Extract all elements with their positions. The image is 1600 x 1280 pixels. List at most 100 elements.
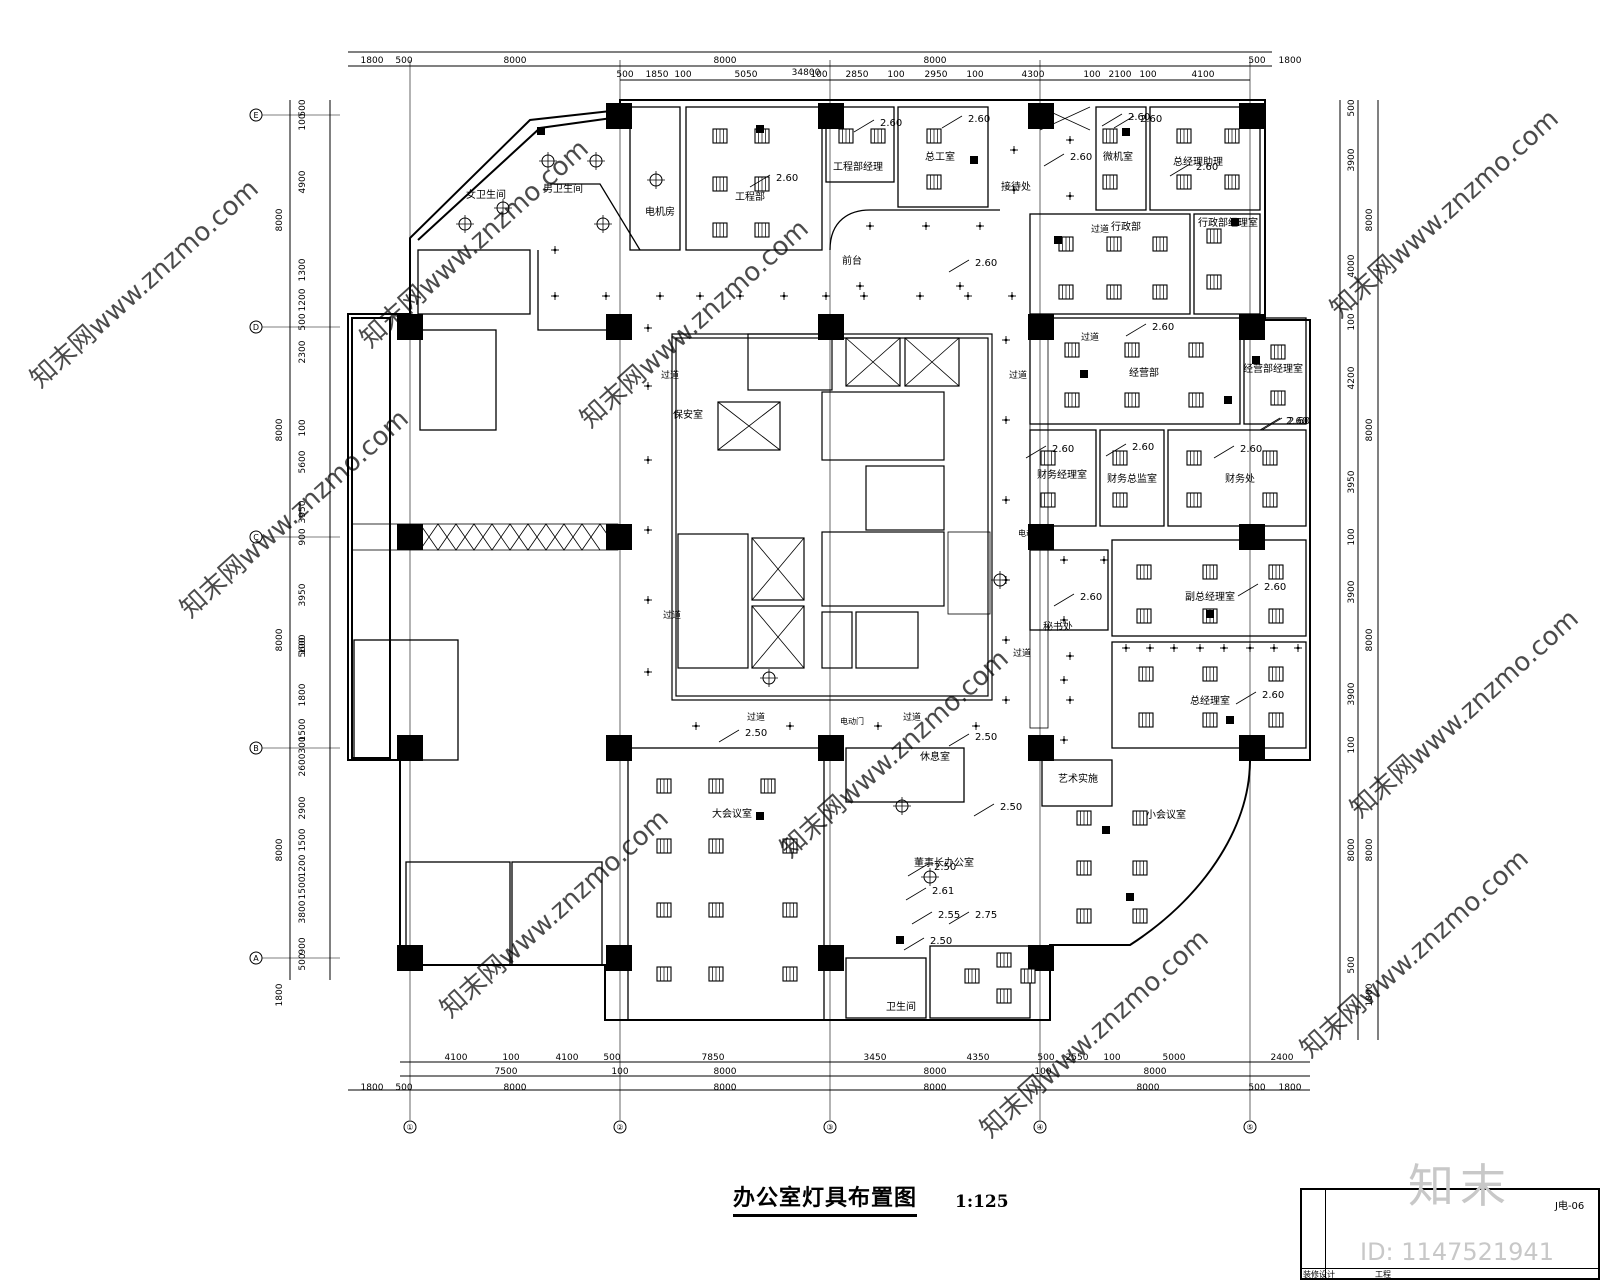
height-leader <box>718 729 740 743</box>
grille-light <box>1102 174 1118 190</box>
exhaust-vent <box>1231 218 1239 226</box>
axis-label-left: A <box>253 954 259 963</box>
dim-left-col: 100 <box>298 419 308 436</box>
height-leader <box>948 911 970 925</box>
grille-light <box>708 838 724 854</box>
downlight <box>1008 292 1016 300</box>
drawing-title: 办公室灯具布置图 <box>733 1180 918 1217</box>
dim-top-row2: 100 <box>966 70 983 80</box>
grille-light <box>1176 174 1192 190</box>
height-leader <box>749 174 771 188</box>
ceiling-height: 2.60 <box>1128 112 1150 123</box>
dim-left-col: 3950 <box>298 583 308 606</box>
grille-light <box>870 128 886 144</box>
room-label-nan-weisheng: 男卫生间 <box>543 182 583 195</box>
grille-light <box>1106 284 1122 300</box>
downlight <box>780 292 788 300</box>
ceiling-height: 2.60 <box>1080 592 1102 603</box>
exhaust-vent <box>1226 716 1234 724</box>
ceiling-height: 2.60 <box>1262 690 1284 701</box>
downlight <box>1060 676 1068 684</box>
grille-light <box>712 222 728 238</box>
dim-left-outer: 1800 <box>275 983 285 1006</box>
grille-light <box>782 966 798 982</box>
dim-right-col: 500 <box>1347 956 1357 973</box>
grille-light <box>1268 712 1284 728</box>
ceiling-height: 2.60 <box>1132 442 1154 453</box>
dim-bottom-row2: 8000 <box>714 1067 737 1077</box>
drawing-scale: 1:125 <box>955 1192 1009 1212</box>
dim-right-outer: 8000 <box>1365 208 1375 231</box>
grille-light <box>782 838 798 854</box>
dim-bottom-row1: 3450 <box>864 1053 887 1063</box>
grille-light <box>1262 492 1278 508</box>
dim-left-col: 300 <box>298 736 308 753</box>
grille-light <box>996 952 1012 968</box>
grille-light <box>1186 450 1202 466</box>
grille-light <box>708 778 724 794</box>
dim-right-col: 3950 <box>1347 470 1357 493</box>
grille-light <box>1020 968 1036 984</box>
ceiling-height: 2.50 <box>930 936 952 947</box>
room-label-jingying-jingli: 经营部经理室 <box>1243 362 1303 375</box>
room-label-zongjingli: 总经理室 <box>1190 694 1230 707</box>
axis-label-bottom: ⑤ <box>1246 1123 1253 1132</box>
downlight <box>822 292 830 300</box>
dim-right-col: 100 <box>1347 313 1357 330</box>
ceiling-lamp <box>494 199 512 217</box>
corridor-label: 过道 <box>903 711 921 723</box>
grille-light <box>1262 450 1278 466</box>
dim-left-col: 500 <box>298 313 308 330</box>
dim-top-row2: 500 <box>616 70 633 80</box>
grille-light <box>708 966 724 982</box>
grille-light <box>754 222 770 238</box>
ceiling-height: 2.55 <box>938 910 960 921</box>
dim-left-col: 3800 <box>298 900 308 923</box>
ceiling-height: 2.60 <box>776 173 798 184</box>
downlight <box>856 282 864 290</box>
downlight <box>644 596 652 604</box>
watermark-site: 知末网www.znzmo.com <box>1295 844 1535 1064</box>
corridor-label: 过道 <box>661 369 679 381</box>
grille-light <box>1040 492 1056 508</box>
height-leader <box>1043 153 1065 167</box>
dim-right-col: 3900 <box>1347 148 1357 171</box>
height-leader <box>1213 445 1235 459</box>
room-label-xiuxi: 休息室 <box>920 750 950 763</box>
grille-light <box>1058 284 1074 300</box>
grille-light <box>1138 666 1154 682</box>
dim-right-col: 100 <box>1347 736 1357 753</box>
ceiling-lamp <box>921 868 939 886</box>
downlight <box>972 722 980 730</box>
axis-label-bottom: ③ <box>826 1123 833 1132</box>
height-leader <box>948 259 970 273</box>
corridor-label: 过道 <box>663 609 681 621</box>
grille-light <box>1152 236 1168 252</box>
ceiling-height: 2.60 <box>1070 152 1092 163</box>
ceiling-height: 2.61 <box>932 886 954 897</box>
downlight <box>1066 652 1074 660</box>
room-label-xingzhengbu: 行政部 <box>1111 220 1141 233</box>
downlight <box>644 382 652 390</box>
dim-top-row2: 100 <box>887 70 904 80</box>
downlight <box>696 292 704 300</box>
downlight <box>1146 644 1154 652</box>
downlight <box>1270 644 1278 652</box>
dim-top-row2: 2100 <box>1109 70 1132 80</box>
ceiling-height: 2.60 <box>1140 114 1162 125</box>
room-label-caiwuchu: 财务处 <box>1225 472 1255 485</box>
height-leader <box>1169 163 1191 177</box>
downlight <box>692 722 700 730</box>
ceiling-lamp <box>893 797 911 815</box>
exhaust-vent <box>1224 396 1232 404</box>
dim-top-row1: 500 <box>1248 56 1265 66</box>
grille-light <box>1136 564 1152 580</box>
dim-top-row2: 5050 <box>735 70 758 80</box>
ceiling-height: 2.50 <box>975 732 997 743</box>
ceiling-height: 2.50 <box>1000 802 1022 813</box>
room-label-qiantai: 前台 <box>842 254 862 267</box>
room-label-fuzong: 副总经理室 <box>1185 590 1235 603</box>
dim-bottom-row1: 7850 <box>702 1053 725 1063</box>
